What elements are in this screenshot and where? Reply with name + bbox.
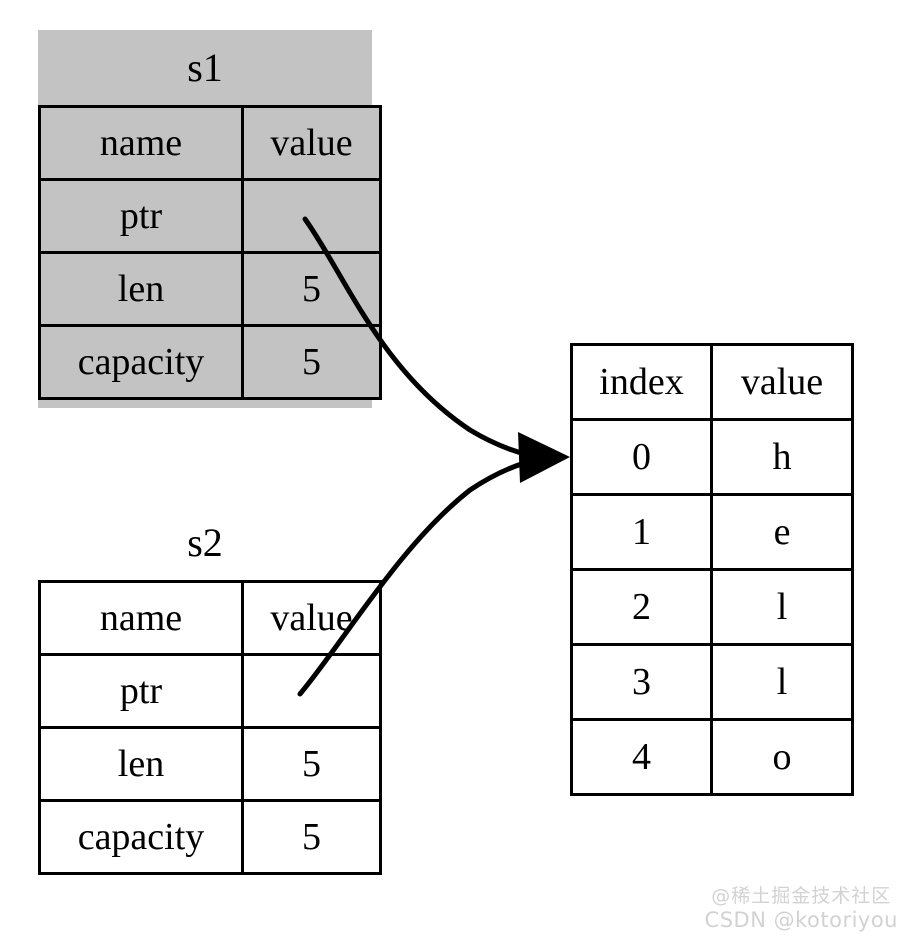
s1-header-value: value: [241, 105, 382, 181]
s1-struct-table: name value ptr len 5 capacity 5: [38, 105, 382, 400]
s1-row-ptr-value: [241, 178, 382, 254]
heap-row-1-value: e: [710, 493, 854, 571]
table-row: 1 e: [570, 493, 854, 571]
s1-header-name: name: [38, 105, 244, 181]
s1-row-ptr-name: ptr: [38, 178, 244, 254]
s2-struct-table: name value ptr len 5 capacity 5: [38, 580, 382, 875]
table-row: name value: [38, 105, 382, 181]
pointer-arrowhead: [518, 432, 570, 483]
watermark-line-1: @稀土掘金技术社区: [711, 885, 892, 908]
s1-row-len-name: len: [38, 251, 244, 327]
s2-row-len-name: len: [38, 726, 244, 802]
table-row: name value: [38, 580, 382, 656]
table-row: len 5: [38, 251, 382, 327]
s1-label: s1: [187, 45, 223, 90]
heap-row-2-value: l: [710, 568, 854, 646]
heap-row-4-index: 4: [570, 718, 713, 796]
heap-header-index: index: [570, 343, 713, 421]
heap-row-2-index: 2: [570, 568, 713, 646]
s2-row-capacity-value: 5: [241, 799, 382, 875]
table-row: ptr: [38, 653, 382, 729]
s1-row-capacity-name: capacity: [38, 324, 244, 400]
s2-row-ptr-name: ptr: [38, 653, 244, 729]
s2-row-ptr-value: [241, 653, 382, 729]
s1-row-capacity-value: 5: [241, 324, 382, 400]
s2-label: s2: [187, 520, 223, 565]
s1-row-len-value: 5: [241, 251, 382, 327]
heap-row-3-index: 3: [570, 643, 713, 721]
s2-row-len-value: 5: [241, 726, 382, 802]
heap-index-value-table: index value 0 h 1 e 2 l 3 l 4 o: [570, 343, 854, 796]
table-row: capacity 5: [38, 799, 382, 875]
table-row: len 5: [38, 726, 382, 802]
heap-row-3-value: l: [710, 643, 854, 721]
table-row: ptr: [38, 178, 382, 254]
heap-row-4-value: o: [710, 718, 854, 796]
table-row: 4 o: [570, 718, 854, 796]
s2-row-capacity-name: capacity: [38, 799, 244, 875]
s2-header-name: name: [38, 580, 244, 656]
table-row: index value: [570, 343, 854, 421]
s2-header-value: value: [241, 580, 382, 656]
heap-row-1-index: 1: [570, 493, 713, 571]
table-row: 0 h: [570, 418, 854, 496]
heap-header-value: value: [710, 343, 854, 421]
heap-row-0-index: 0: [570, 418, 713, 496]
watermark: @稀土掘金技术社区 CSDN @kotoriyou: [704, 885, 898, 932]
watermark-line-2: CSDN @kotoriyou: [704, 907, 898, 932]
table-row: capacity 5: [38, 324, 382, 400]
table-row: 2 l: [570, 568, 854, 646]
table-row: 3 l: [570, 643, 854, 721]
heap-row-0-value: h: [710, 418, 854, 496]
